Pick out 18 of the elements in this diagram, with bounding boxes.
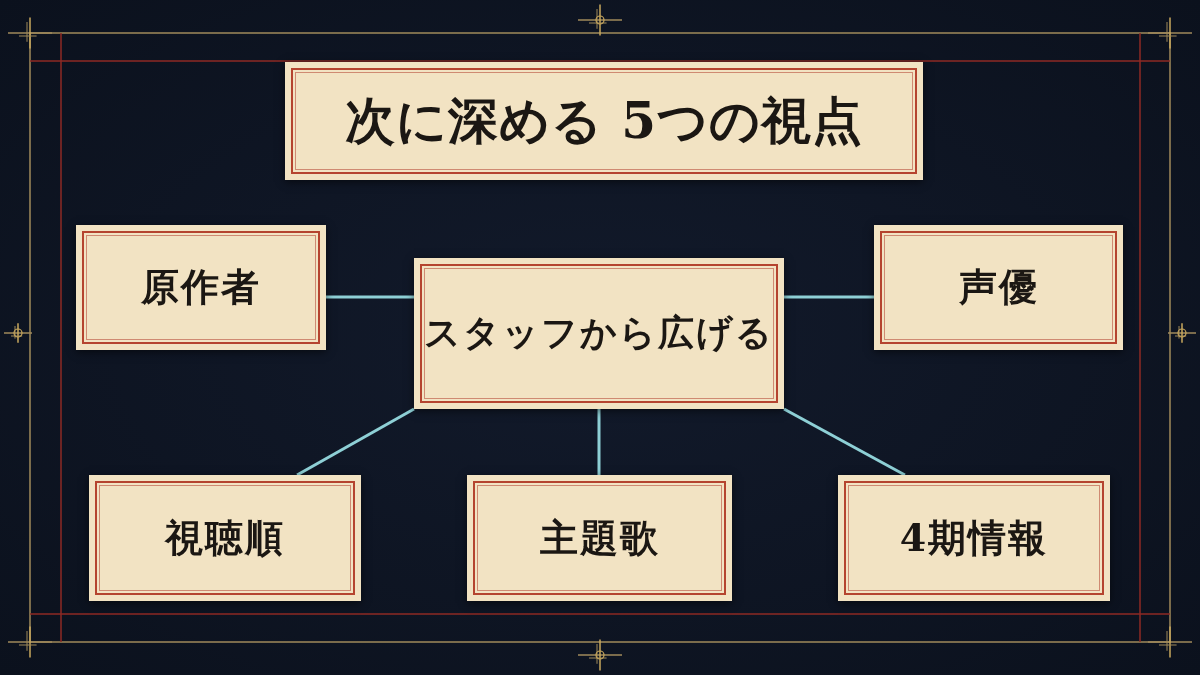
node-card bbox=[467, 475, 732, 601]
node-card bbox=[874, 225, 1123, 350]
node-label: 4期情報 bbox=[899, 513, 1049, 562]
node-card bbox=[414, 258, 784, 409]
node-label: 声優 bbox=[958, 263, 1039, 311]
node-label: スタッフから広げる bbox=[424, 310, 774, 355]
node-label: 主題歌 bbox=[539, 513, 660, 562]
title-text: 次に深める 5つの視点 bbox=[344, 89, 864, 152]
node-label: 原作者 bbox=[141, 263, 261, 311]
connector-line bbox=[296, 407, 415, 477]
connector-line bbox=[784, 295, 874, 299]
node-card bbox=[838, 475, 1110, 601]
connector-line bbox=[783, 407, 906, 477]
node-label: 視聴順 bbox=[165, 513, 285, 562]
node-card bbox=[89, 475, 361, 601]
connector-line bbox=[326, 295, 414, 299]
node-card bbox=[76, 225, 326, 350]
connector-line bbox=[597, 409, 601, 475]
